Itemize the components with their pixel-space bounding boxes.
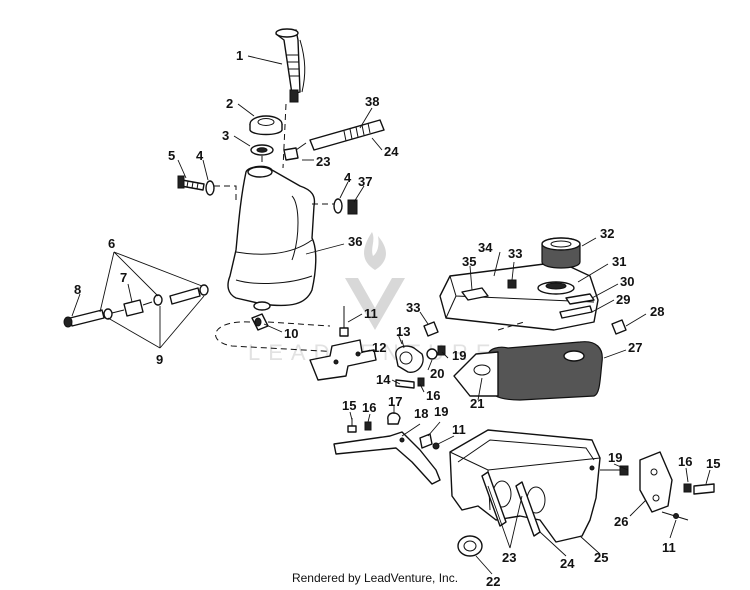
callout-7: 7 xyxy=(120,270,127,285)
callout-24-top: 24 xyxy=(384,144,399,159)
bolt-part-11-mid xyxy=(432,442,440,450)
callout-37: 37 xyxy=(358,174,372,189)
callout-14: 14 xyxy=(376,372,391,387)
callout-32: 32 xyxy=(600,226,614,241)
callout-33-top: 33 xyxy=(508,246,522,261)
label-part-30 xyxy=(565,293,595,305)
callout-33-lower: 33 xyxy=(406,300,420,315)
callout-9: 9 xyxy=(156,352,163,367)
callout-8: 8 xyxy=(74,282,81,297)
callout-12: 12 xyxy=(372,340,386,355)
hold-down-plate-part-26 xyxy=(639,451,673,513)
washer-part-4-left xyxy=(205,180,237,200)
callout-16-left: 16 xyxy=(362,400,376,415)
callout-20: 20 xyxy=(430,366,444,381)
callout-11-mid: 11 xyxy=(452,422,466,437)
caption: Rendered by LeadVenture, Inc. xyxy=(291,571,459,585)
fuel-tank-part-36 xyxy=(227,165,317,311)
nut-part-19-mid xyxy=(419,433,433,449)
callout-21: 21 xyxy=(470,396,484,411)
callout-6: 6 xyxy=(108,236,115,251)
callout-26: 26 xyxy=(614,514,628,529)
callout-4-left: 4 xyxy=(196,148,204,163)
callout-19-right: 19 xyxy=(608,450,622,465)
leader-lines-6-9 xyxy=(99,251,205,349)
bolt-part-15-right xyxy=(693,483,715,495)
callout-23-top: 23 xyxy=(316,154,330,169)
callout-11-lower: 11 xyxy=(662,540,676,555)
filter-base-part-31 xyxy=(537,281,575,295)
callout-35: 35 xyxy=(462,254,476,269)
clip-part-17 xyxy=(387,412,401,425)
grommet-part-22 xyxy=(457,535,483,557)
callout-17: 17 xyxy=(388,394,402,409)
nut-part-16-pump xyxy=(417,377,425,387)
callout-2: 2 xyxy=(226,96,233,111)
callout-38: 38 xyxy=(365,94,379,109)
grommet-part-33-lower xyxy=(423,321,439,337)
callout-13: 13 xyxy=(396,324,410,339)
vent-hose-part-38 xyxy=(309,119,385,151)
fill-tube-part-1 xyxy=(275,28,306,169)
callout-11-top: 11 xyxy=(364,306,378,321)
air-filter-part-32 xyxy=(541,237,581,269)
fuel-cap-part-2 xyxy=(249,115,283,136)
nut-part-19-pump xyxy=(437,345,446,356)
callout-numbers: 1 2 3 5 4 23 38 24 4 37 36 6 7 8 9 10 11… xyxy=(74,48,720,589)
callout-15-left: 15 xyxy=(342,398,356,413)
cap-gasket-part-3 xyxy=(250,144,274,168)
bolt-part-15-left xyxy=(347,418,357,433)
callout-34: 34 xyxy=(478,240,493,255)
callout-15-right: 15 xyxy=(706,456,720,471)
callout-27: 27 xyxy=(628,340,642,355)
screw-part-5 xyxy=(177,175,205,191)
fuel-line-assembly xyxy=(63,284,209,328)
callout-28: 28 xyxy=(650,304,664,319)
callout-4-right: 4 xyxy=(344,170,352,185)
vent-fitting-part-23-top xyxy=(283,142,307,161)
callout-24-lower: 24 xyxy=(560,556,575,571)
callout-23-lower: 23 xyxy=(502,550,516,565)
base-plate-part-21 xyxy=(453,351,499,397)
grommet-part-33-top xyxy=(507,279,517,289)
clamp-part-20 xyxy=(426,348,438,360)
clip-part-28 xyxy=(611,319,627,335)
nut-part-16-left xyxy=(364,421,372,431)
callout-16-right: 16 xyxy=(678,454,692,469)
bracket-part-12 xyxy=(309,339,377,381)
callout-1: 1 xyxy=(236,48,243,63)
battery-box-part-25 xyxy=(449,429,601,543)
bolt-part-11-top xyxy=(339,306,349,337)
callout-16-pump: 16 xyxy=(426,388,440,403)
nut-part-19-right xyxy=(600,465,629,476)
callout-18: 18 xyxy=(414,406,428,421)
label-part-35 xyxy=(461,287,489,301)
callout-19-mid: 19 xyxy=(434,404,448,419)
callout-31: 31 xyxy=(612,254,626,269)
tray-cover-part-34 xyxy=(439,261,599,331)
foam-pad-part-27 xyxy=(487,341,603,401)
nut-part-37 xyxy=(347,199,358,215)
callout-5: 5 xyxy=(168,148,175,163)
callout-19-pump: 19 xyxy=(452,348,466,363)
leader-lines xyxy=(71,55,711,575)
callout-29: 29 xyxy=(616,292,630,307)
callout-36: 36 xyxy=(348,234,362,249)
callout-3: 3 xyxy=(222,128,229,143)
screw-part-14 xyxy=(395,379,415,389)
fuel-pump-part-13 xyxy=(395,333,424,373)
mount-bracket-part-18 xyxy=(333,431,441,485)
callout-22: 22 xyxy=(486,574,500,589)
nut-part-16-right xyxy=(683,483,692,493)
washer-part-4-right xyxy=(333,198,343,214)
callout-30: 30 xyxy=(620,274,634,289)
callout-25: 25 xyxy=(594,550,608,565)
bolt-part-11-lower xyxy=(661,511,689,521)
callout-10: 10 xyxy=(284,326,298,341)
